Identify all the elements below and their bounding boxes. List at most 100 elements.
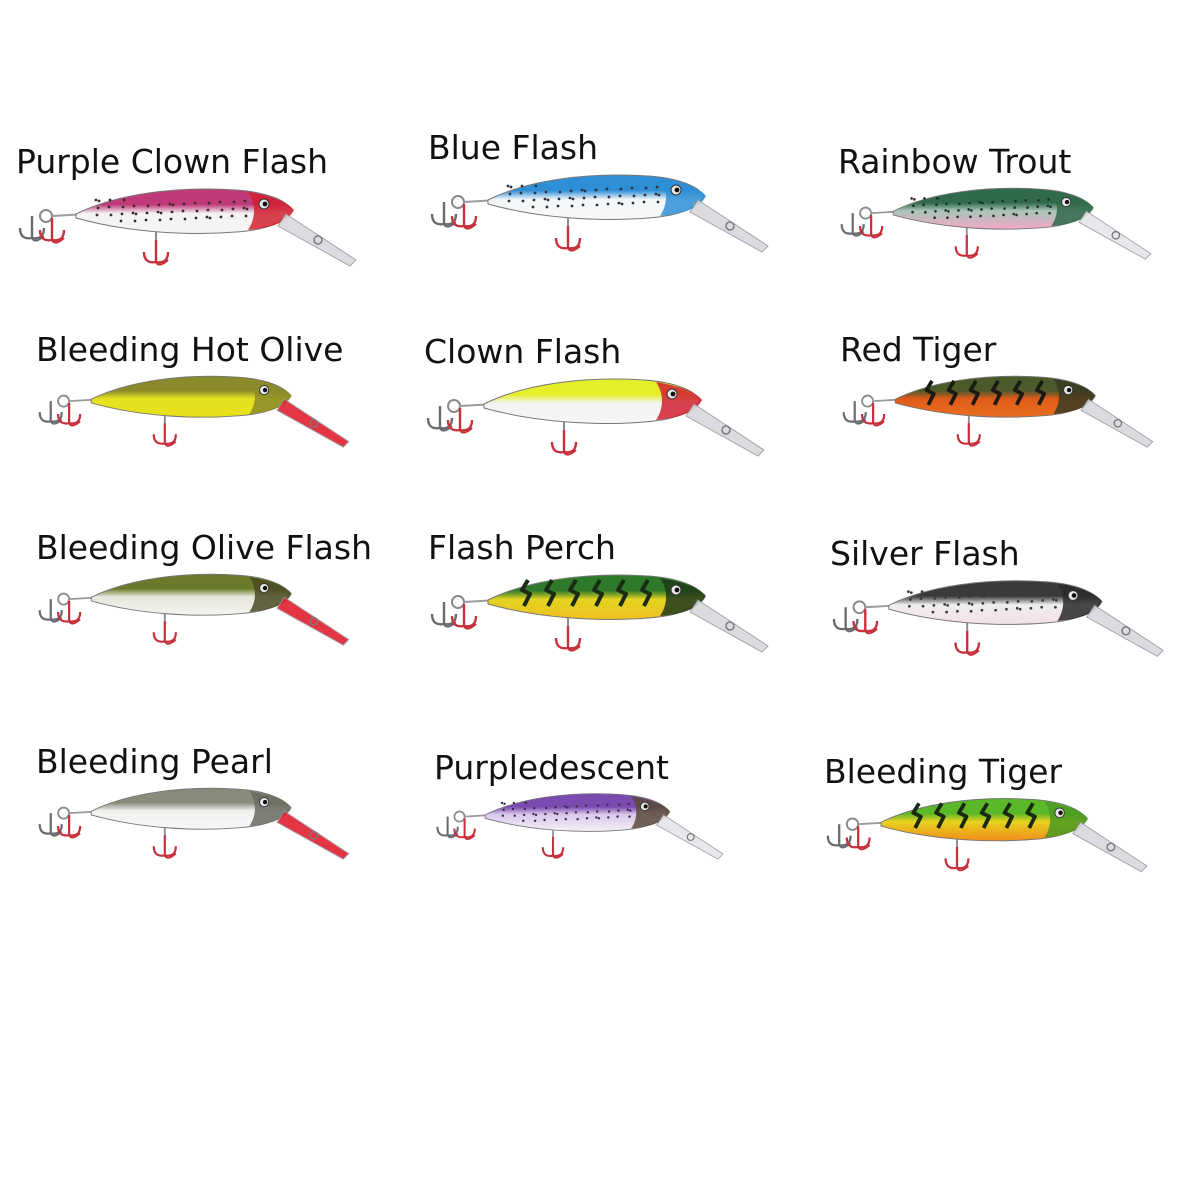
- lure-image: [426, 378, 765, 457]
- diving-lip: [276, 398, 350, 448]
- tail-eye: [57, 394, 71, 408]
- tail-eye: [861, 394, 875, 408]
- belly-hook: [944, 847, 970, 872]
- lure-swatch-bleeding-tiger: Bleeding Tiger: [824, 752, 1200, 942]
- lure-swatch-clown-flash: Clown Flash: [424, 332, 804, 522]
- tail-eye: [453, 810, 466, 823]
- lure-pupil: [1066, 387, 1072, 393]
- tail-treble: [858, 214, 884, 239]
- belly-hook: [152, 621, 177, 645]
- lure-image: [826, 798, 1148, 873]
- lure-swatch-rainbow-trout: Rainbow Trout: [838, 142, 1200, 332]
- lure-pupil: [670, 391, 676, 397]
- lure-swatch-flash-perch: Flash Perch: [428, 528, 808, 718]
- tail-eye: [39, 209, 53, 223]
- diving-lip: [689, 599, 769, 653]
- lure-pupil: [674, 587, 680, 593]
- lip-eye: [309, 616, 319, 626]
- belly-hook: [152, 835, 177, 859]
- lure-pupil: [1058, 810, 1063, 816]
- diving-lip: [1078, 210, 1152, 260]
- lure-image: [430, 174, 769, 253]
- diving-lip: [277, 213, 357, 267]
- tail-treble: [38, 218, 66, 244]
- spot-pattern: [506, 184, 661, 209]
- tail-treble: [860, 402, 886, 427]
- lure-image: [832, 580, 1164, 657]
- stripe-pattern: [520, 578, 652, 607]
- diving-lip: [689, 199, 769, 253]
- belly-hook: [954, 235, 979, 259]
- lure-name: Purple Clown Flash: [16, 142, 328, 181]
- belly-hook: [954, 630, 981, 656]
- diving-lip: [276, 596, 350, 646]
- belly-hook: [956, 423, 981, 447]
- lip-eye: [686, 832, 695, 842]
- tail-eye: [57, 806, 71, 820]
- stripe-pattern: [924, 379, 1047, 406]
- tail-eye: [451, 195, 465, 209]
- diving-lip: [1080, 398, 1154, 448]
- diving-lip: [276, 810, 350, 860]
- diving-lip: [1086, 604, 1164, 657]
- lure-swatch-purple-clown-flash: Purple Clown Flash: [16, 142, 396, 332]
- lure-image: [842, 375, 1154, 448]
- lure-image: [840, 187, 1152, 260]
- tail-treble: [450, 204, 478, 230]
- belly-hook: [554, 626, 582, 652]
- diving-lip: [685, 403, 765, 457]
- lure-swatch-red-tiger: Red Tiger: [840, 330, 1200, 520]
- lure-name: Clown Flash: [424, 332, 622, 371]
- lip-eye: [1121, 626, 1131, 636]
- lure-pupil: [262, 387, 268, 393]
- spot-pattern: [94, 198, 249, 223]
- lure-image: [38, 573, 350, 646]
- lure-pupil: [262, 201, 268, 207]
- lure-pupil: [1071, 593, 1077, 598]
- lure-image: [436, 793, 724, 860]
- lure-name: Silver Flash: [830, 534, 1020, 573]
- lure-name: Red Tiger: [840, 330, 997, 369]
- tail-treble: [450, 604, 478, 630]
- tail-treble: [845, 826, 871, 851]
- lip-eye: [1111, 230, 1121, 240]
- belly-hook: [541, 837, 565, 859]
- diving-lip: [656, 814, 724, 860]
- lip-eye: [725, 221, 735, 231]
- tail-eye: [845, 817, 860, 831]
- lip-eye: [721, 425, 731, 435]
- belly-hook: [554, 226, 582, 252]
- lip-eye: [1113, 418, 1123, 428]
- lure-image: [38, 787, 350, 860]
- tail-treble: [56, 814, 82, 839]
- tail-treble: [852, 609, 879, 635]
- belly-hook: [550, 430, 578, 456]
- lip-eye: [1106, 842, 1116, 852]
- tail-eye: [57, 592, 71, 606]
- lure-pupil: [1064, 199, 1070, 205]
- lure-name: Rainbow Trout: [838, 142, 1072, 181]
- lure-swatch-bleeding-olive-flash: Bleeding Olive Flash: [36, 528, 416, 718]
- diving-lip: [1072, 821, 1148, 873]
- tail-eye: [852, 600, 867, 615]
- tail-treble: [446, 408, 474, 434]
- lure-swatch-purpledescent: Purpledescent: [434, 748, 814, 938]
- lure-name: Purpledescent: [434, 748, 669, 787]
- lure-image: [18, 188, 357, 267]
- lure-name: Bleeding Hot Olive: [36, 330, 344, 369]
- lure-image: [430, 574, 769, 653]
- lure-name: Bleeding Pearl: [36, 742, 273, 781]
- tail-treble: [56, 600, 82, 625]
- tail-treble: [56, 402, 82, 427]
- lure-swatch-bleeding-hot-olive: Bleeding Hot Olive: [36, 330, 416, 520]
- belly-hook: [152, 423, 177, 447]
- lip-eye: [313, 235, 323, 245]
- stripe-pattern: [911, 802, 1037, 829]
- lure-swatch-bleeding-pearl: Bleeding Pearl: [36, 742, 416, 932]
- lure-name: Bleeding Tiger: [824, 752, 1063, 791]
- tail-eye: [447, 399, 461, 413]
- lure-name: Flash Perch: [428, 528, 616, 567]
- tail-eye: [451, 595, 465, 609]
- belly-hook: [142, 240, 170, 266]
